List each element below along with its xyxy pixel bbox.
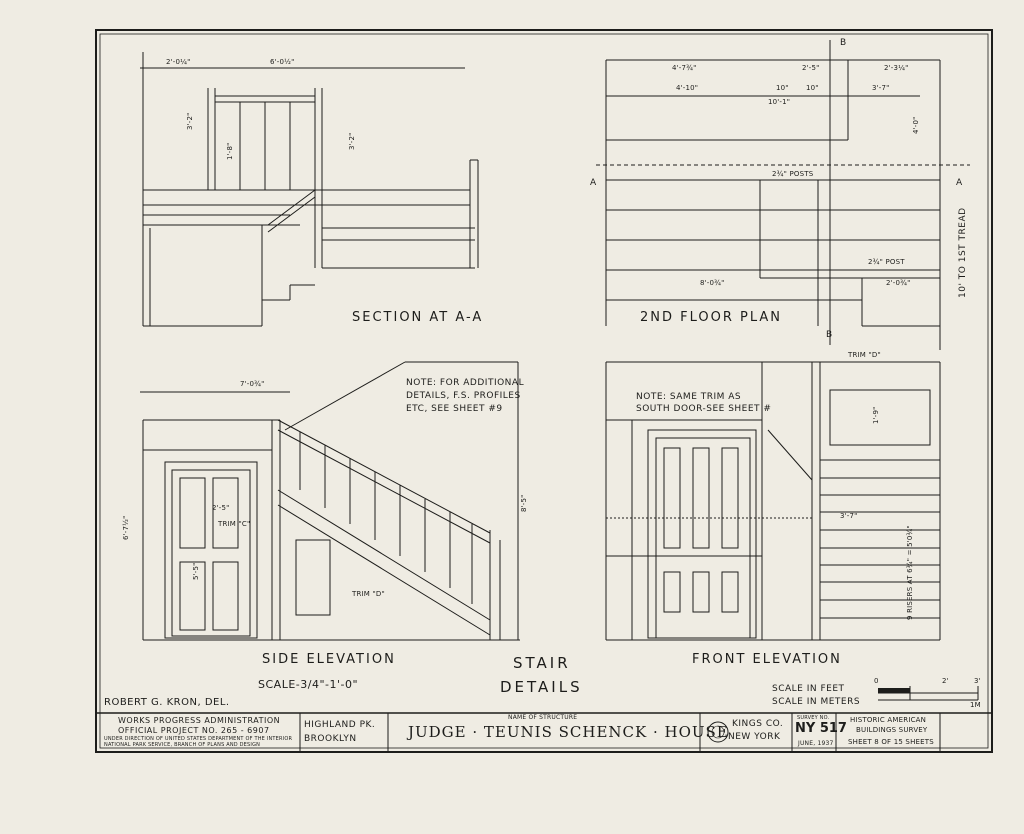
dim-front-3-7: 3'-7" [840,512,858,520]
tb-name-caption: NAME OF STRUCTURE [508,714,578,721]
tread-note: 10' TO 1ST TREAD [958,207,968,298]
tb-survey-no: NY 517 [795,721,847,736]
tb-structure-name: JUDGE · TEUNIS SCHENCK · HOUSE [408,723,729,741]
dim-plan-8-0: 8'-0¾" [700,279,725,287]
trim-d-label: TRIM "D" [352,590,385,598]
tb-place1: HIGHLAND PK. [304,720,376,730]
dim-side-8-5: 8'-5" [520,494,528,512]
section-view-lines [140,52,479,327]
title-section: SECTION AT A-A [352,310,484,325]
tb-sheet: SHEET 8 OF 15 SHEETS [848,738,934,746]
dim-section-3-2b: 3'-2" [348,132,356,150]
front-note-line2: SOUTH DOOR-SEE SHEET # [636,404,772,414]
dim-plan-2-5: 2'-5" [802,64,820,72]
dim-section-2-0: 2'-0¼" [166,58,191,66]
dim-side-7-0: 7'-0¾" [240,380,265,388]
delineator: ROBERT G. KRON, DEL. [104,697,230,708]
dim-section-1-8: 1'-8" [226,142,234,160]
side-elevation-lines [140,361,520,641]
side-note-line3: ETC, SEE SHEET #9 [406,404,503,414]
section-marker-a-right: A [956,178,963,188]
dim-plan-10a: 10" [776,84,789,92]
front-note-line1: NOTE: SAME TRIM AS [636,392,742,402]
section-marker-b-top: B [840,38,847,48]
scale-tick-3: 3' [974,677,981,685]
scale-meters-label: SCALE IN METERS [772,697,861,707]
tb-survey-caption: SURVEY NO. [797,715,830,721]
tb-agency: WORKS PROGRESS ADMINISTRATION [118,716,281,725]
dim-side-2-5: 2'-5" [212,504,230,512]
scale-tick-2: 2' [942,677,949,685]
tb-under2: NATIONAL PARK SERVICE, BRANCH OF PLANS A… [104,742,261,748]
dim-plan-2-3: 2'-3¼" [884,64,909,72]
tb-habs1: HISTORIC AMERICAN [850,716,927,724]
plan-view-lines [596,40,970,350]
post-label: 2¾" POST [868,258,905,266]
tb-county2: NEW YORK [728,732,781,742]
scale-bar-graphic [878,686,979,701]
dim-plan-2-0: 2'-0¾" [886,279,911,287]
title-stair: STAIR [513,654,571,672]
scale-feet-label: SCALE IN FEET [772,684,845,694]
seal-icon [707,721,729,743]
front-elevation-lines [605,361,941,641]
tb-project: OFFICIAL PROJECT NO. 265 - 6907 [118,726,270,735]
scale-tick-1m: 1M [970,701,981,709]
title-side-elevation: SIDE ELEVATION [262,652,396,667]
dim-side-5-5: 5'-5" [192,562,200,580]
tb-under1: UNDER DIRECTION OF UNITED STATES DEPARTM… [104,736,293,742]
trim-c-label: TRIM "C" [218,520,251,528]
dim-plan-4-10: 4'-10" [676,84,699,92]
tb-county1: KINGS CO. [732,719,784,729]
dim-plan-10-1: 10'-1" [768,98,791,106]
side-note-line2: DETAILS, F.S. PROFILES [406,391,521,401]
scale-label: SCALE-3/4"-1'-0" [258,678,359,691]
section-marker-a-left: A [590,178,597,188]
trim-d-front-label: TRIM "D" [848,351,881,359]
dim-plan-4-0: 4'-0" [912,116,920,134]
dim-plan-10b: 10" [806,84,819,92]
dim-section-3-2a: 3'-2" [186,112,194,130]
title-plan: 2ND FLOOR PLAN [640,310,783,325]
dim-section-6-0: 6'-0½" [270,58,295,66]
tb-place2: BROOKLYN [304,734,357,744]
scale-tick-0: 0 [874,677,879,685]
dim-plan-3-7: 3'-7" [872,84,890,92]
title-front-elevation: FRONT ELEVATION [692,652,842,667]
dim-plan-4-7: 4'-7¾" [672,64,697,72]
risers-label: 9 RISERS AT 6¾" = 5'0¾" [906,525,914,620]
dim-front-1-9: 1'-9" [872,406,880,424]
side-note-line1: NOTE: FOR ADDITIONAL [406,378,525,388]
posts-label: 2¾" POSTS [772,170,814,178]
dim-side-6-7: 6'-7½" [122,515,130,540]
tb-habs2: BUILDINGS SURVEY [856,726,928,734]
section-marker-b-bottom: B [826,330,833,340]
tb-date: JUNE, 1937 [798,740,834,747]
title-details: DETAILS [500,678,583,696]
